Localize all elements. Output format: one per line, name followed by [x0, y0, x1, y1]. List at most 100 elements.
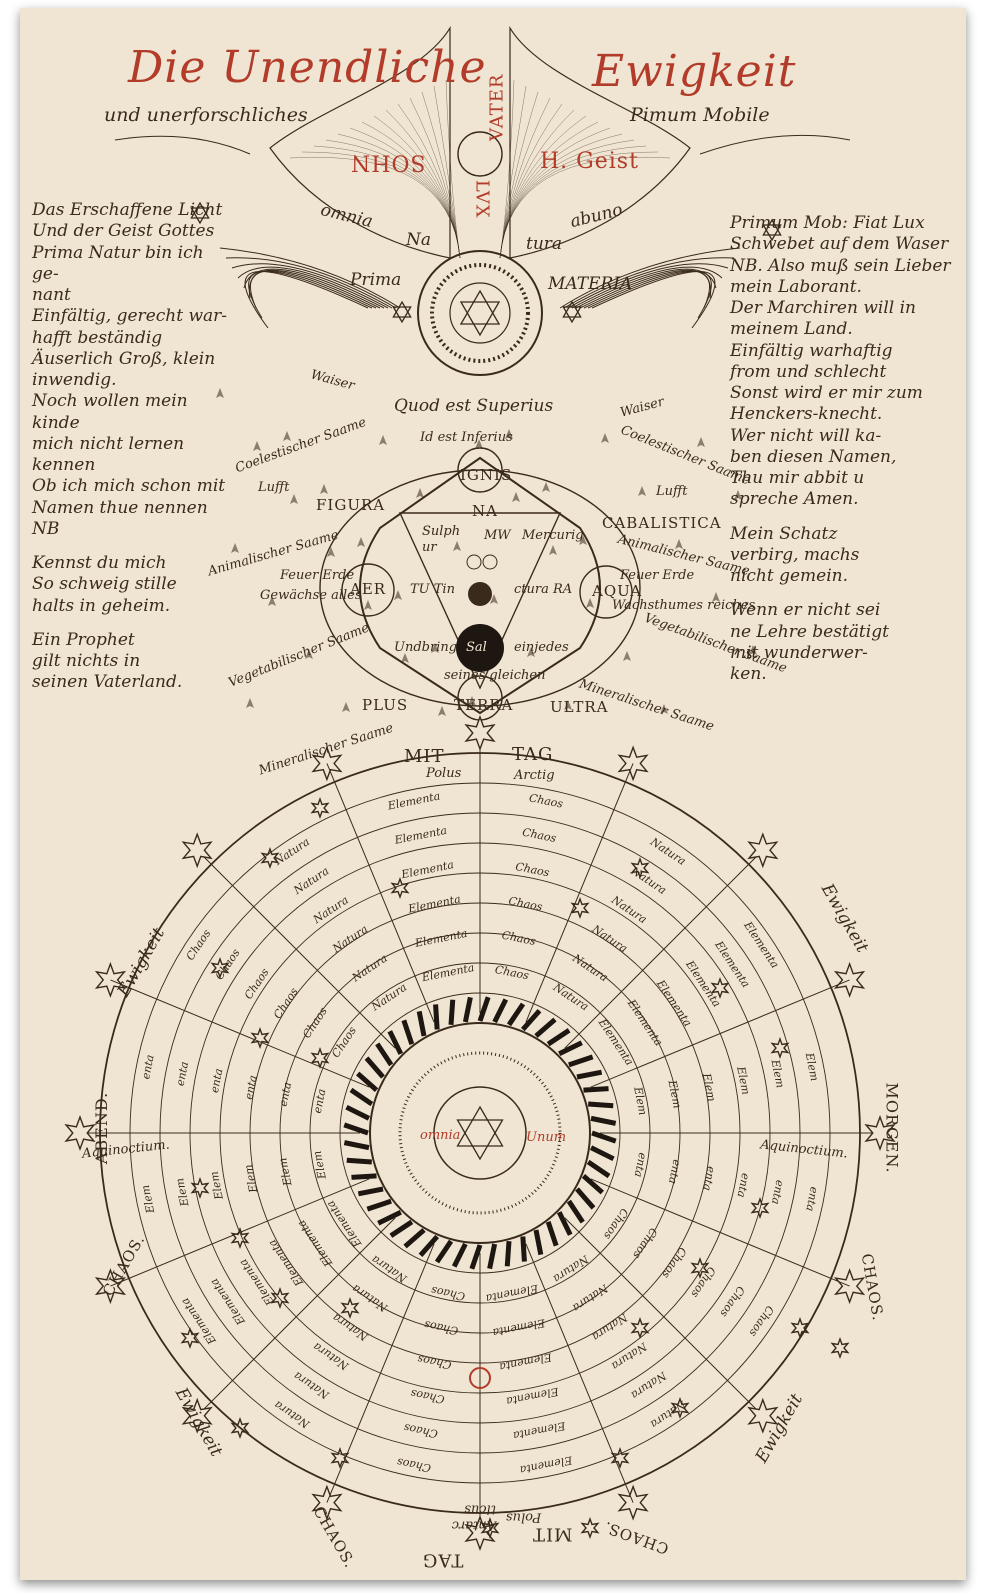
descending-ray	[734, 490, 742, 500]
sun-flame	[520, 1236, 527, 1262]
wing-left-feather	[237, 266, 389, 309]
descending-ray	[490, 594, 498, 604]
sun-flame	[469, 1244, 483, 1270]
right_text-line: nicht gemein.	[730, 566, 849, 586]
left_text-line: Ob ich mich schon mit	[32, 476, 226, 497]
descending-ray	[468, 696, 476, 706]
terra-label: TERRA	[454, 696, 514, 714]
descending-ray	[253, 441, 261, 451]
ring-word: enta	[208, 1067, 226, 1094]
ring-word: Elementa	[295, 1218, 336, 1270]
ring-word: enta	[242, 1074, 260, 1101]
subtitle-left: und unerforschliches	[104, 104, 308, 126]
wheel-spoke-star	[747, 1397, 779, 1434]
right_text-line: meinem Land.	[730, 319, 853, 340]
cabala-triangle	[398, 512, 562, 690]
undbring-label: Undbring	[394, 640, 458, 655]
subtitle-right: Pimum Mobile	[630, 104, 770, 126]
feuer-left: Feuer Erde	[280, 568, 355, 583]
sun-glyph	[466, 554, 482, 570]
ring-word: Elementa	[399, 858, 455, 881]
right_text-line: Wenn er nicht sei	[730, 600, 881, 621]
sun-flame	[575, 1187, 596, 1210]
wing-left-feather	[231, 263, 393, 309]
descending-ray	[327, 547, 335, 557]
sun-flame	[346, 1157, 372, 1165]
mercur-label: Mercurig	[522, 528, 584, 543]
right_text-line: ken.	[730, 664, 767, 684]
morgen-label: MORGEN.	[882, 1082, 902, 1174]
ring-word: Natura	[569, 951, 610, 984]
sun-flame	[504, 1241, 512, 1267]
centre-omnia: omnia	[420, 1128, 461, 1143]
left_text-line: hafft beständig	[32, 327, 163, 348]
wheel-spoke-star	[833, 1268, 866, 1305]
wheel-spoke-star	[311, 745, 343, 782]
ring-word: Chaos	[630, 1225, 660, 1261]
wheel-spoke-star	[64, 1114, 96, 1152]
ring-word: Elem	[310, 1150, 329, 1181]
sun-flame	[462, 996, 473, 1023]
aer-label: AER	[350, 580, 387, 598]
vater-label: VATER	[486, 73, 508, 142]
descending-ray	[364, 600, 372, 610]
cloud-right	[699, 134, 851, 155]
ring-word: Natura	[271, 835, 312, 868]
ring-word: Elementa	[208, 1276, 249, 1328]
sun-flame	[556, 1211, 573, 1236]
polus-top: Polus	[426, 766, 462, 781]
wing-right-feather	[591, 270, 716, 329]
wing-left-feather	[225, 257, 397, 309]
ring-word: Chaos	[501, 929, 538, 949]
wheel-spoke-star	[181, 1397, 213, 1434]
descending-ray	[401, 653, 409, 663]
left_text-line: Namen thue nennen NB	[32, 497, 208, 539]
sun-flame	[351, 1173, 377, 1180]
ring-word: enta	[174, 1060, 192, 1087]
ring-word: Natura	[609, 1339, 650, 1372]
descending-ray	[320, 484, 328, 494]
ring-word: enta	[769, 1179, 787, 1206]
dark-orb-small	[468, 582, 492, 606]
ring-word: Chaos	[659, 1245, 689, 1281]
centre-unum: Unum	[526, 1130, 567, 1145]
descending-ray	[394, 590, 402, 600]
sun-flame	[451, 1242, 468, 1268]
ring-word: Elementa	[266, 1237, 307, 1289]
ring-word: Natura	[310, 893, 351, 926]
right_text-line: Henckers-knecht.	[730, 404, 883, 425]
wheel-spoke	[196, 849, 396, 1049]
right_text-line: Schwebet auf dem Waser	[730, 234, 949, 255]
descending-ray	[542, 482, 550, 492]
feuer-right: Feuer Erde	[620, 568, 695, 583]
ring-word: Elementa	[324, 1198, 365, 1250]
hexagram-left	[392, 300, 412, 318]
wing-left-feather	[248, 269, 381, 309]
plume-stroke	[445, 79, 461, 259]
wheel-spoke	[590, 1178, 850, 1287]
sun-flame	[448, 999, 456, 1025]
mit-bottom: MIT	[532, 1523, 573, 1545]
ring-word: Elem	[768, 1058, 787, 1089]
crown-left-plume	[269, 25, 451, 259]
einjedes-label: einjedes	[514, 640, 569, 655]
wheel-spoke-star	[94, 1268, 127, 1305]
wheel-spoke	[326, 763, 435, 1023]
ring-word: Chaos	[717, 1284, 747, 1320]
ring-word: Natura	[551, 1252, 592, 1285]
ring-star	[480, 1516, 500, 1540]
lux-label: LVX	[471, 179, 493, 219]
prima-materia-core	[449, 282, 511, 344]
ring-star	[230, 1416, 250, 1440]
ring-word: Elem	[208, 1170, 227, 1201]
ring-word: Chaos	[528, 791, 565, 811]
ring-word: Elementa	[406, 892, 462, 915]
ring-word: Chaos	[494, 963, 531, 983]
ring-word: enta	[632, 1152, 650, 1179]
ring-word: Natura	[311, 1340, 352, 1373]
ring-word: Natura	[570, 1281, 611, 1314]
ring-word: enta	[700, 1165, 718, 1192]
sun-flame	[558, 1040, 583, 1057]
ring-star	[270, 1286, 290, 1310]
prima-hexagram	[459, 289, 501, 325]
